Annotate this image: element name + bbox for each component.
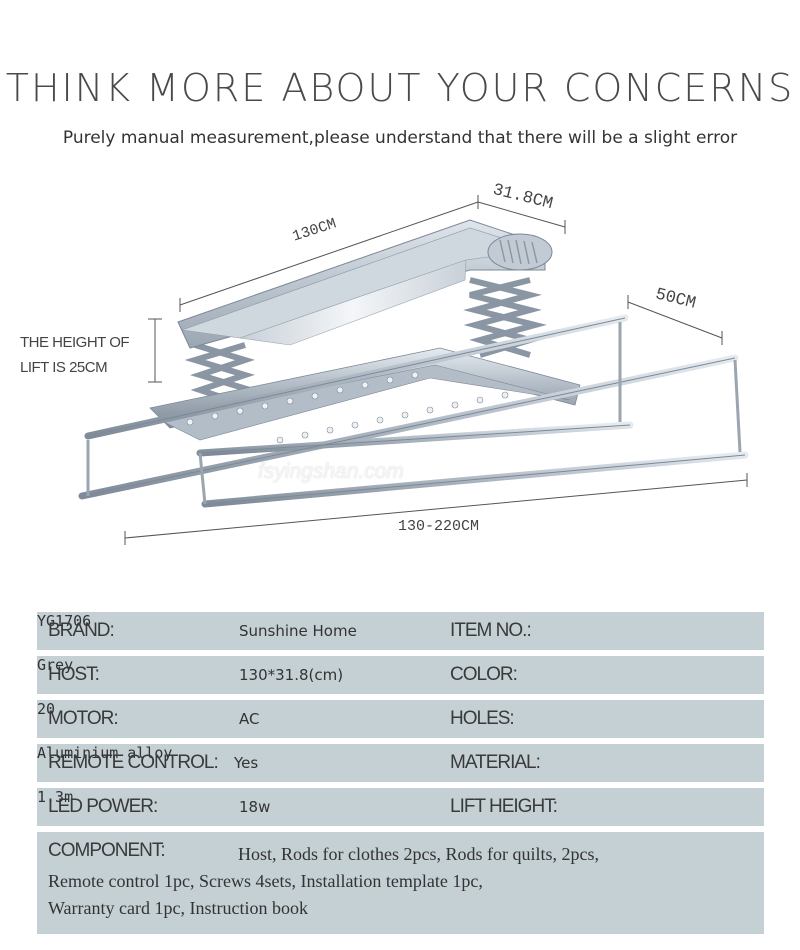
brand-label: BRAND:: [48, 620, 115, 641]
spec-table: BRAND: Sunshine Home ITEM NO.: YG1706 HO…: [37, 612, 764, 940]
page-title: THINK MORE ABOUT YOUR CONCERNS: [5, 66, 795, 110]
component-list: Host, Rods for clothes 2pcs, Rods for qu…: [48, 841, 758, 922]
lift-height-note: THE HEIGHT OF LIFT IS 25CM: [20, 334, 130, 376]
dim-line-extend: [124, 479, 748, 539]
dim-line-width: [477, 201, 566, 228]
spec-row-led: LED POWER: 18w LIFT HEIGHT: 1.3m: [37, 788, 764, 826]
lift-label: LIFT HEIGHT:: [450, 796, 558, 817]
component-label: COMPONENT:: [48, 840, 166, 861]
remote-value: Yes: [234, 754, 259, 772]
spec-row-host: HOST: 130*31.8(cm) COLOR: Grey: [37, 656, 764, 694]
color-label: COLOR:: [450, 664, 518, 685]
holes-label: HOLES:: [450, 708, 515, 729]
spec-row-component: COMPONENT: Host, Rods for clothes 2pcs, …: [37, 832, 764, 934]
item-label: ITEM NO.:: [450, 620, 532, 641]
host-body: [177, 219, 553, 349]
drying-rails: [78, 314, 749, 508]
host-label: HOST:: [48, 664, 100, 685]
dimension-lines: [124, 195, 748, 545]
led-value: 18w: [239, 798, 271, 816]
brand-value: Sunshine Home: [239, 622, 357, 640]
product-illustration: [78, 195, 749, 545]
host-value: 130*31.8(cm): [239, 666, 344, 684]
lift-value: 1.3m: [37, 788, 74, 806]
color-value: Grey: [37, 656, 74, 674]
component-line-1: Host, Rods for clothes 2pcs, Rods for qu…: [238, 844, 599, 864]
motor-label: MOTOR:: [48, 708, 119, 729]
motor-value: AC: [239, 710, 260, 728]
dimension-extend: 130-220CM: [398, 518, 480, 535]
dim-line-length: [179, 201, 479, 306]
page-subtitle: Purely manual measurement,please underst…: [62, 128, 738, 148]
remote-label: REMOTE CONTROL:: [48, 752, 219, 773]
component-line-3: Warranty card 1pc, Instruction book: [48, 898, 308, 918]
material-value: Aluminium alloy: [37, 744, 173, 762]
watermark: fsyingshan.com: [258, 460, 404, 483]
spec-row-remote: REMOTE CONTROL: Yes MATERIAL: Aluminium …: [37, 744, 764, 782]
spec-row-brand: BRAND: Sunshine Home ITEM NO.: YG1706: [37, 612, 764, 650]
component-line-2: Remote control 1pc, Screws 4sets, Instal…: [48, 871, 483, 891]
material-label: MATERIAL:: [450, 752, 541, 773]
item-value: YG1706: [37, 612, 92, 630]
dim-line-depth: [627, 301, 723, 339]
spec-row-motor: MOTOR: AC HOLES: 20: [37, 700, 764, 738]
holes-value: 20: [37, 700, 56, 718]
led-label: LED POWER:: [48, 796, 158, 817]
